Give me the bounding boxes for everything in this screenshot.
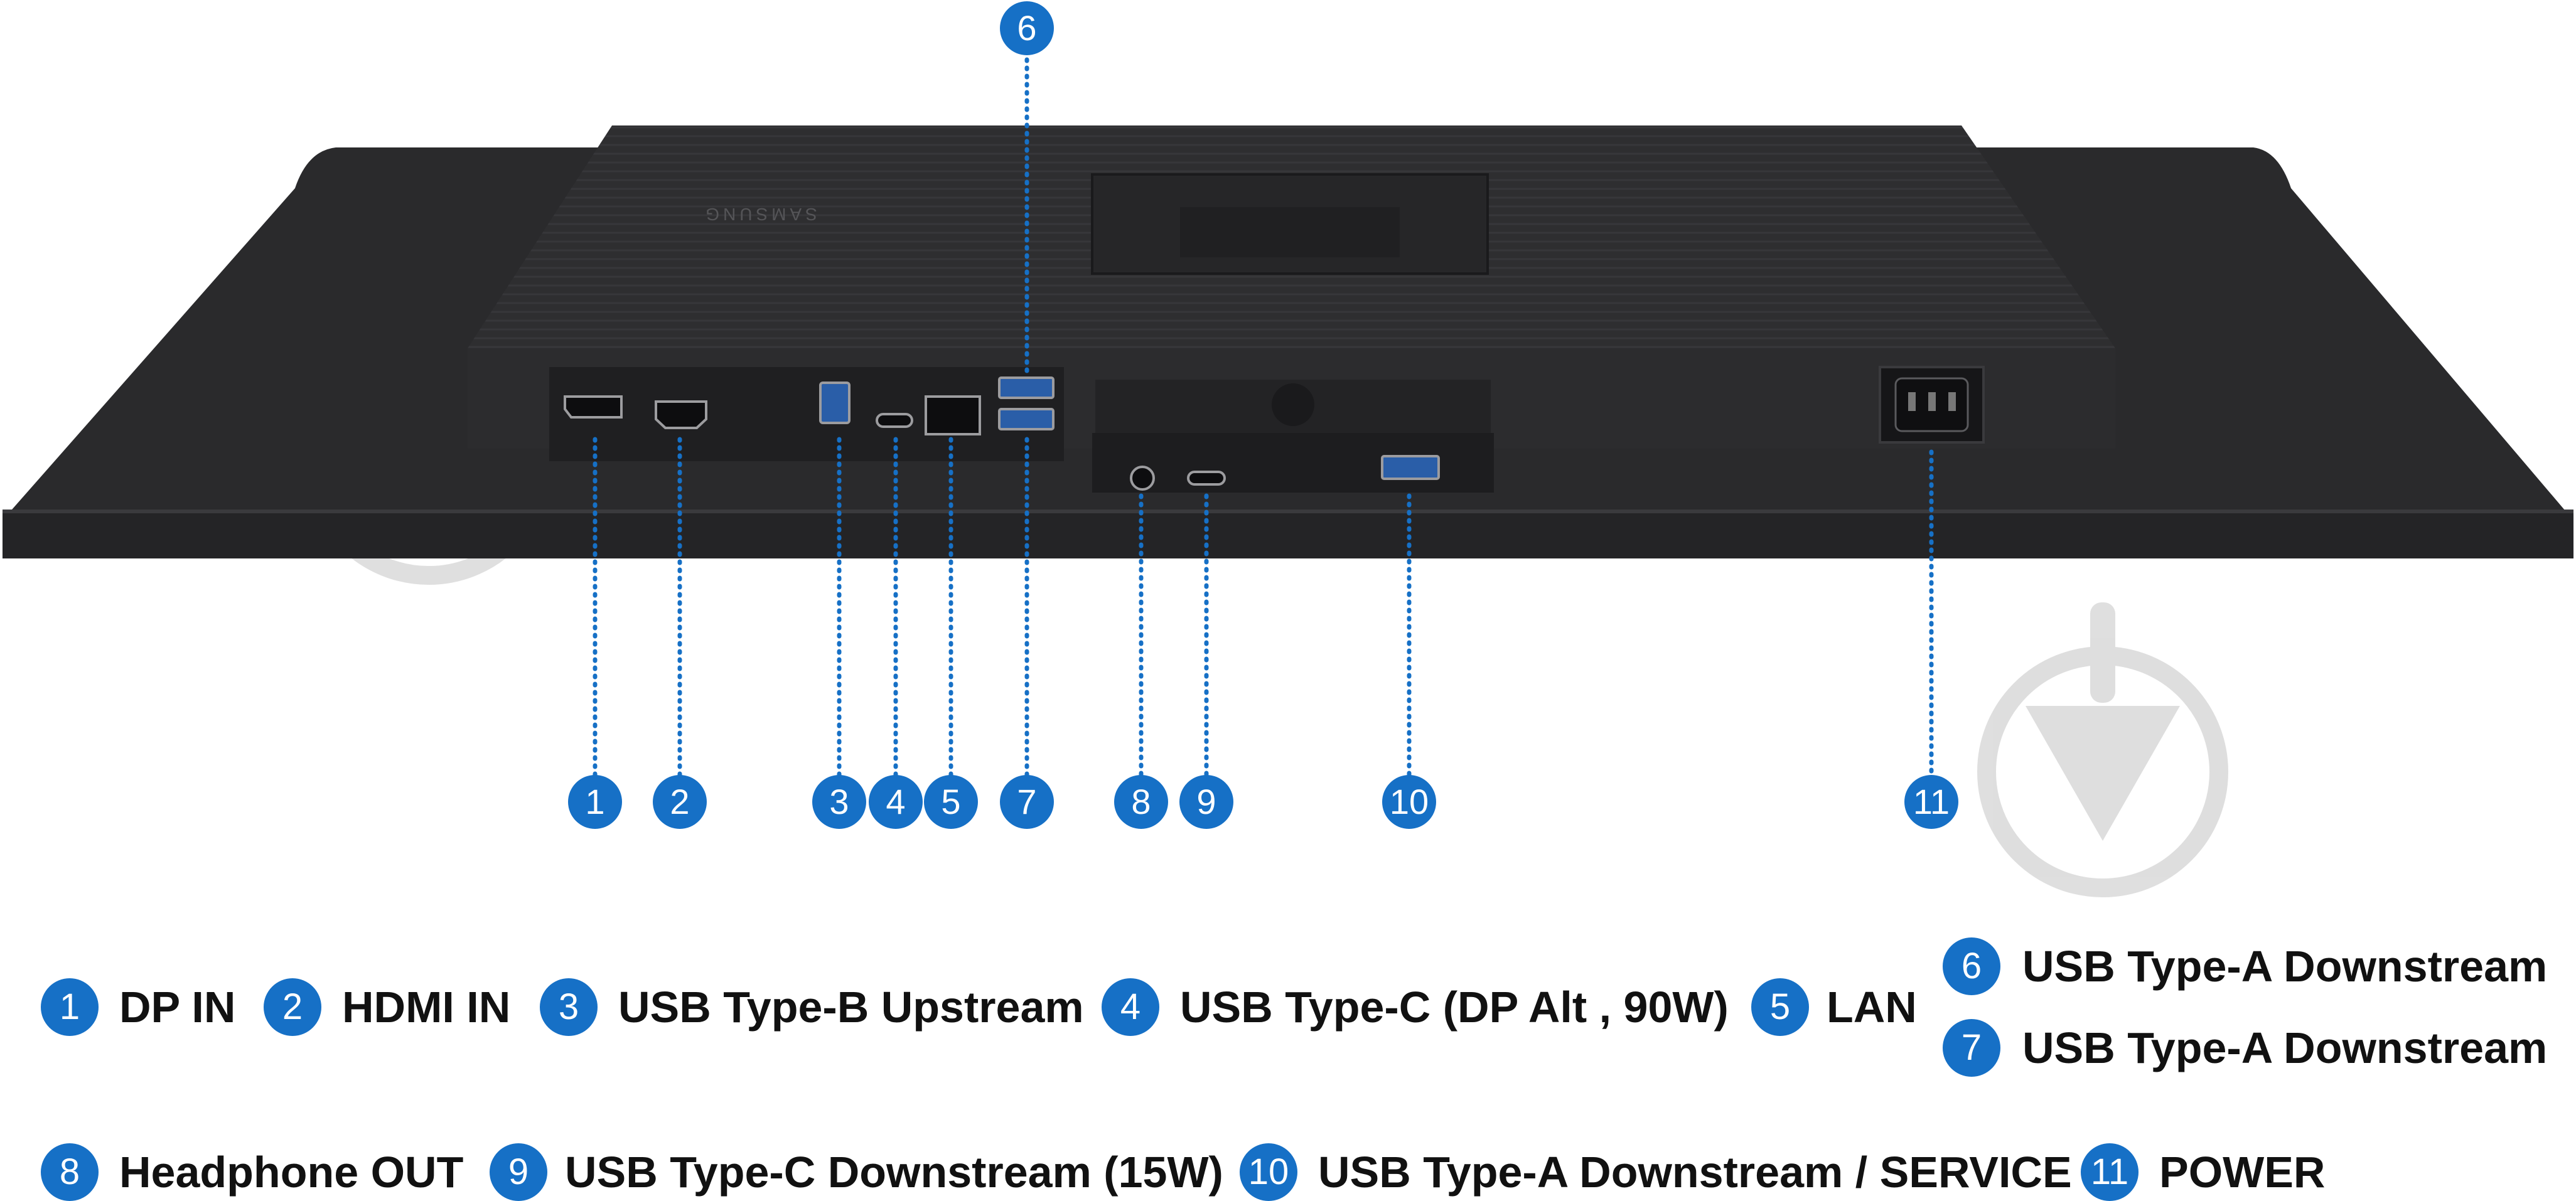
legend-badge: 1 [41, 978, 99, 1036]
callout-badge-3: 3 [812, 775, 866, 829]
callout-badge-7: 7 [1000, 775, 1054, 829]
legend-label: USB Type-C (DP Alt , 90W) [1180, 983, 1729, 1032]
usb-c-port-icon [876, 413, 913, 428]
dp-port-icon [564, 395, 623, 419]
legend-badge: 5 [1751, 978, 1809, 1036]
legend-label: LAN [1827, 983, 1917, 1032]
legend-badge: 3 [540, 978, 598, 1036]
legend-label: POWER [2159, 1148, 2326, 1197]
legend-label: Headphone OUT [119, 1148, 464, 1197]
legend-badge: 10 [1240, 1143, 1297, 1201]
legend-badge: 6 [1943, 937, 2000, 995]
usb-a-service-port-icon [1381, 455, 1440, 480]
legend-label: USB Type-A Downstream [2022, 1023, 2548, 1072]
callout-badge-10: 10 [1382, 775, 1436, 829]
monitor-body: SAMSUNG [3, 125, 2573, 558]
brand-logo: SAMSUNG [702, 205, 817, 224]
callout-badge-9: 9 [1179, 775, 1233, 829]
callout-badge-4: 4 [869, 775, 923, 829]
callout-badge-2: 2 [653, 775, 707, 829]
legend-label: HDMI IN [342, 983, 511, 1032]
watermark-right-icon [1977, 602, 2228, 897]
legend-badge: 4 [1102, 978, 1159, 1036]
usb-b-port-icon [819, 382, 851, 424]
callout-badge-1: 1 [568, 775, 622, 829]
legend-label: USB Type-A Downstream [2022, 942, 2548, 991]
callout-leaders [593, 57, 1934, 777]
legend-badge: 9 [490, 1143, 547, 1201]
legend-badge: 11 [2081, 1143, 2139, 1201]
hdmi-port-icon [655, 400, 707, 429]
legend-label: DP IN [119, 983, 236, 1032]
callout-badge-5: 5 [924, 775, 978, 829]
callout-badge-11: 11 [1904, 775, 1958, 829]
legend-badge: 2 [264, 978, 321, 1036]
legend-label: USB Type-C Downstream (15W) [565, 1148, 1223, 1197]
lan-port-icon [925, 395, 981, 435]
callout-badge-8: 8 [1114, 775, 1168, 829]
usb-c-downstream-port-icon [1187, 471, 1226, 486]
legend-label: USB Type-A Downstream / SERVICE [1318, 1148, 2072, 1197]
legend-label: USB Type-B Upstream [618, 983, 1084, 1032]
usb-a-ports-icon [998, 376, 1055, 430]
callout-badge-6: 6 [1000, 1, 1054, 55]
legend-badge: 8 [41, 1143, 99, 1201]
headphone-port-icon [1130, 466, 1155, 491]
legend-badge: 7 [1943, 1019, 2000, 1077]
